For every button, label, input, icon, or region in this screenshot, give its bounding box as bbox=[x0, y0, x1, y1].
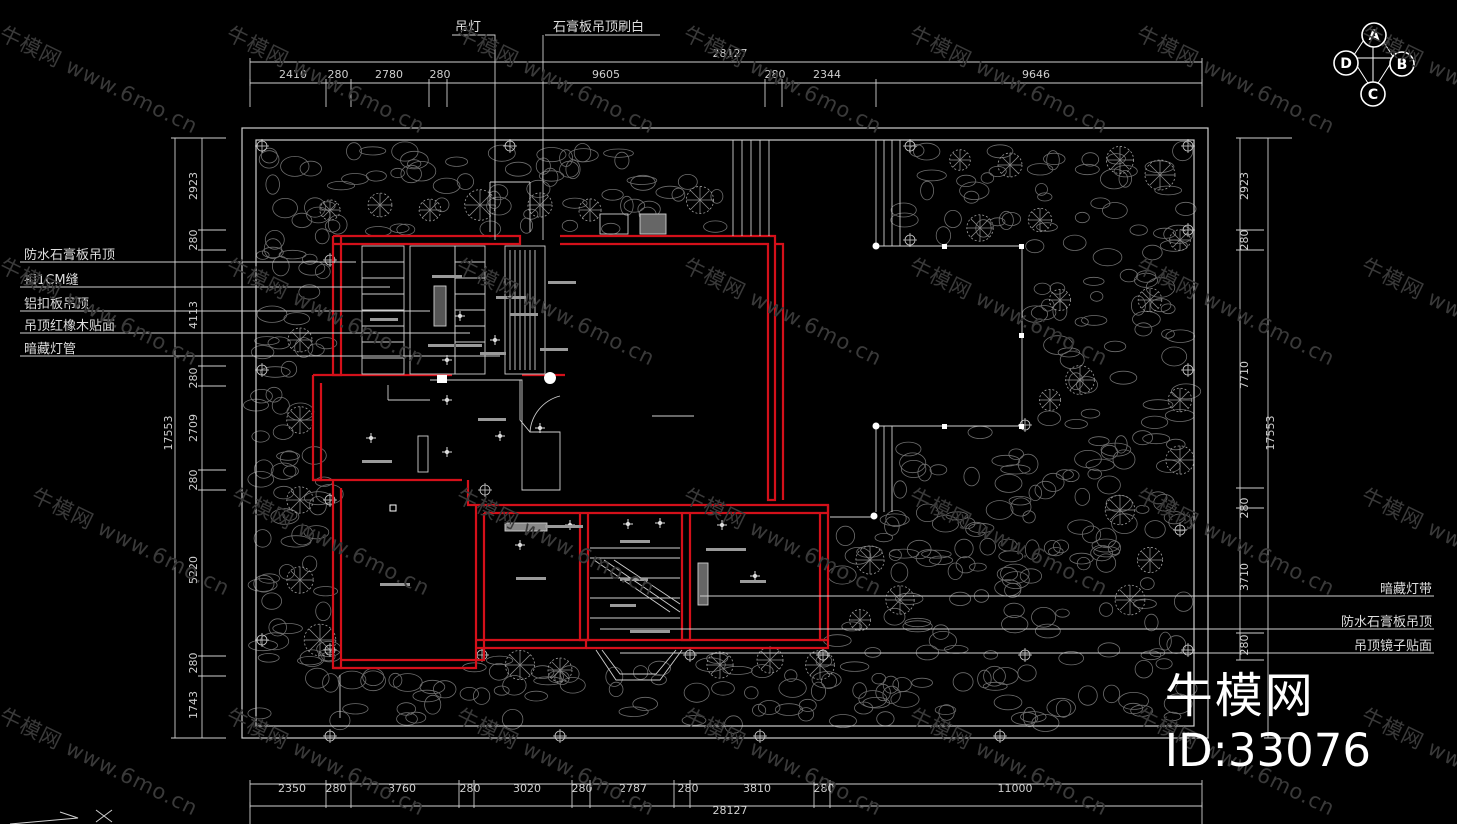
callout-gypsum-ceiling-white: 石膏板吊顶刷白 bbox=[553, 19, 644, 35]
callout-waterproof-gypsum-right: 防水石膏板吊顶 bbox=[1341, 614, 1432, 630]
garden-landscape bbox=[243, 139, 1202, 743]
callout-leaders bbox=[20, 34, 1434, 654]
compass-b: B bbox=[1397, 57, 1408, 73]
left-dim-2: 280 bbox=[187, 230, 200, 251]
right-dim-2: 280 bbox=[1238, 230, 1251, 251]
brand-id: ID:33076 bbox=[1164, 724, 1371, 777]
callout-labels-left: 防水石膏板吊顶 扣1CM缝 铝扣板吊顶 吊顶红橡木贴面 暗藏灯管 bbox=[24, 247, 115, 357]
room-ceiling-notes bbox=[362, 275, 766, 633]
interior-details bbox=[339, 140, 1023, 718]
top-dim-1: 2410 bbox=[279, 68, 307, 81]
bottom-dim-11: 11000 bbox=[998, 782, 1033, 795]
callout-hidden-light-tube: 暗藏灯管 bbox=[24, 342, 76, 357]
top-dim-7: 2344 bbox=[813, 68, 841, 81]
bottom-dim-5: 3020 bbox=[513, 782, 541, 795]
ucs-axis-icon bbox=[9, 809, 113, 824]
bottom-overall-dimension: 28127 bbox=[713, 804, 748, 817]
dimension-labels-top: 28127 2410 280 2780 280 9605 280 2344 96… bbox=[279, 47, 1050, 81]
compass-rose bbox=[1333, 22, 1415, 107]
compass-c: C bbox=[1368, 87, 1378, 103]
callout-labels-top: 吊灯 石膏板吊顶刷白 bbox=[455, 19, 644, 35]
compass-labels: A B C D bbox=[1340, 28, 1407, 103]
callout-mirror-ceiling: 吊顶镜子贴面 bbox=[1354, 639, 1432, 654]
top-dim-2: 280 bbox=[328, 68, 349, 81]
left-dim-9: 1743 bbox=[187, 691, 200, 719]
bottom-dim-3: 3760 bbox=[388, 782, 416, 795]
callout-hidden-light-strip: 暗藏灯带 bbox=[1380, 582, 1432, 597]
left-dim-7: 5220 bbox=[187, 556, 200, 584]
top-dim-3: 2780 bbox=[375, 68, 403, 81]
bottom-dim-8: 280 bbox=[678, 782, 699, 795]
callout-pendant-light: 吊灯 bbox=[455, 20, 481, 35]
ceiling-light-symbols bbox=[366, 311, 760, 581]
right-dim-1: 2923 bbox=[1238, 172, 1251, 200]
balcony-railing-posts bbox=[389, 242, 1024, 520]
callout-1cm-gap: 扣1CM缝 bbox=[24, 273, 79, 288]
bottom-dim-1: 2350 bbox=[278, 782, 306, 795]
dimension-labels-left: 17553 2923 280 4113 280 2709 280 5220 28… bbox=[162, 172, 200, 719]
site-boundary bbox=[241, 127, 1209, 739]
bottom-dim-10: 280 bbox=[814, 782, 835, 795]
brand-logo: 牛模网 ID:33076 bbox=[1165, 672, 1371, 773]
bottom-dim-6: 280 bbox=[572, 782, 593, 795]
compass-d: D bbox=[1340, 56, 1352, 72]
right-overall-dimension: 17553 bbox=[1264, 416, 1277, 451]
top-dim-5: 9605 bbox=[592, 68, 620, 81]
left-dim-3: 4113 bbox=[187, 301, 200, 329]
callout-labels-right: 暗藏灯带 防水石膏板吊顶 吊顶镜子贴面 bbox=[1341, 582, 1432, 654]
dimension-labels-right: 17553 2923 280 7710 280 3710 280 bbox=[1238, 172, 1277, 656]
left-dim-8: 280 bbox=[187, 653, 200, 674]
left-dim-1: 2923 bbox=[187, 172, 200, 200]
bottom-dim-9: 3810 bbox=[743, 782, 771, 795]
dimension-labels-bottom: 2350 280 3760 280 3020 280 2787 280 3810… bbox=[278, 782, 1033, 817]
left-dim-4: 280 bbox=[187, 368, 200, 389]
top-dim-6: 280 bbox=[765, 68, 786, 81]
compass-a: A bbox=[1369, 28, 1380, 44]
dimension-lines bbox=[171, 58, 1292, 824]
top-overall-dimension: 28127 bbox=[713, 47, 748, 60]
bottom-dim-7: 2787 bbox=[619, 782, 647, 795]
callout-red-oak-veneer: 吊顶红橡木贴面 bbox=[24, 318, 115, 334]
left-overall-dimension: 17553 bbox=[162, 416, 175, 451]
brand-name: 牛模网 bbox=[1164, 668, 1315, 724]
right-dim-4: 280 bbox=[1238, 498, 1251, 519]
right-dim-5: 3710 bbox=[1238, 563, 1251, 591]
callout-waterproof-gypsum: 防水石膏板吊顶 bbox=[24, 247, 115, 263]
right-dim-3: 7710 bbox=[1238, 361, 1251, 389]
top-dim-4: 280 bbox=[430, 68, 451, 81]
top-dim-8: 9646 bbox=[1022, 68, 1050, 81]
left-dim-6: 280 bbox=[187, 470, 200, 491]
right-dim-6: 280 bbox=[1238, 635, 1251, 656]
building-walls bbox=[311, 234, 830, 670]
callout-aluminum-ceiling: 铝扣板吊顶 bbox=[24, 297, 89, 312]
left-dim-5: 2709 bbox=[187, 414, 200, 442]
bottom-dim-4: 280 bbox=[460, 782, 481, 795]
bottom-dim-2: 280 bbox=[326, 782, 347, 795]
